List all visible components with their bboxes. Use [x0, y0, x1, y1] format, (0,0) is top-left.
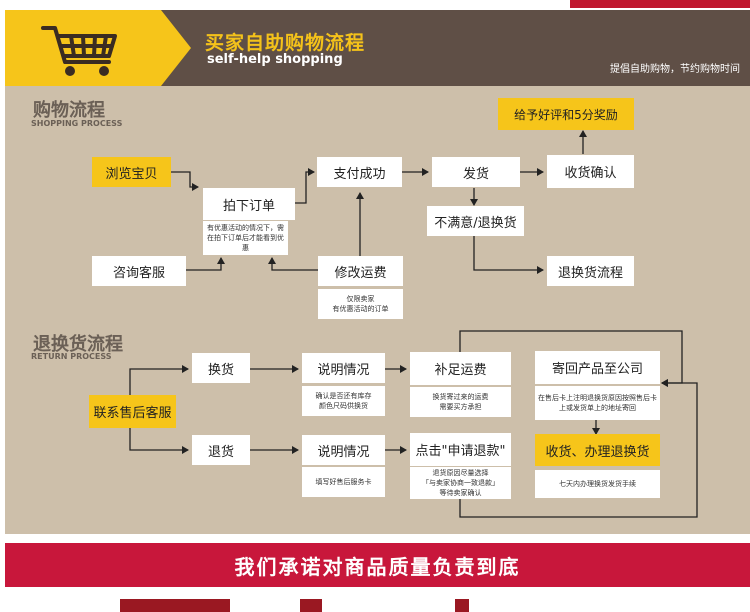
node-supplement: 补足运费: [410, 352, 511, 385]
connector-browse-order: [170, 171, 199, 191]
promise-banner: 我们承诺对商品质量负责到底: [5, 543, 750, 587]
node-pay: 支付成功: [317, 157, 402, 187]
note-supplement: 换货寄过来的运费 需要买方承担: [410, 387, 511, 417]
node-explain1: 说明情况: [302, 353, 385, 383]
node-handle: 收货、办理退换货: [535, 434, 660, 466]
top-strip: [0, 0, 750, 10]
header-slogan: 提倡自助购物，节约购物时间: [610, 64, 740, 75]
node-ship: 发货: [432, 157, 520, 187]
decor-bar-1: [120, 599, 230, 612]
cart-badge: [5, 10, 161, 86]
node-order: 拍下订单: [203, 188, 295, 220]
connector-apply-sendback: [459, 379, 698, 518]
cart-badge-arrow: [161, 10, 191, 86]
connector-contact-exchange: [129, 365, 189, 395]
note-modify: 仅限卖家 有优惠活动的订单: [318, 289, 403, 319]
header-subtitle: self-help shopping: [207, 52, 343, 67]
shopping-section-title: 购物流程: [33, 100, 105, 121]
decor-bar-3: [455, 599, 469, 612]
bottom-decoration: [0, 587, 750, 612]
returns-section-title: 退换货流程: [33, 334, 123, 355]
node-unsatisfied: 不满意/退换货: [427, 206, 524, 236]
note-sendback: 在售后卡上注明退换货原因按照售后卡上或发货单上的地址寄回: [535, 386, 660, 420]
connector-contact-refund: [129, 428, 189, 454]
node-receive: 收货确认: [547, 155, 634, 188]
header-title: 买家自助购物流程: [205, 32, 366, 54]
node-exchange: 换货: [192, 353, 250, 383]
note-explain2: 填写好售后服务卡: [302, 467, 385, 497]
node-consult: 咨询客服: [92, 256, 186, 286]
node-return-flow: 退换货流程: [547, 256, 634, 286]
connector-order-pay: [295, 168, 315, 204]
connector-unsatisfied-returnflow: [473, 236, 544, 274]
node-browse: 浏览宝贝: [92, 157, 171, 187]
decor-bar-2: [300, 599, 322, 612]
node-modify: 修改运费: [318, 256, 403, 286]
node-apply: 点击"申请退款": [410, 433, 511, 466]
shopping-section-subtitle: SHOPPING PROCESS: [31, 119, 123, 128]
connector-consult-order: [186, 257, 225, 271]
node-sendback: 寄回产品至公司: [535, 351, 660, 384]
note-order: 有优惠活动的情况下，需在拍下订单后才能看到优惠: [203, 221, 288, 255]
top-red-bar: [570, 0, 750, 8]
node-explain2: 说明情况: [302, 435, 385, 465]
node-reward: 给予好评和5分奖励: [498, 98, 634, 130]
node-refund: 退货: [192, 435, 250, 465]
note-handle: 七天内办理换货发货手续: [535, 470, 660, 498]
node-contact: 联系售后客服: [89, 395, 176, 428]
note-apply: 退货原因尽量选择 「与卖家协商一致退款」 等待卖家确认: [410, 467, 511, 499]
shopping-cart-icon: [41, 26, 117, 76]
note-explain1: 确认是否还有库存 颜色尺码供换货: [302, 386, 385, 416]
connector-modify-order: [268, 257, 318, 271]
returns-section-subtitle: RETURN PROCESS: [31, 352, 112, 361]
